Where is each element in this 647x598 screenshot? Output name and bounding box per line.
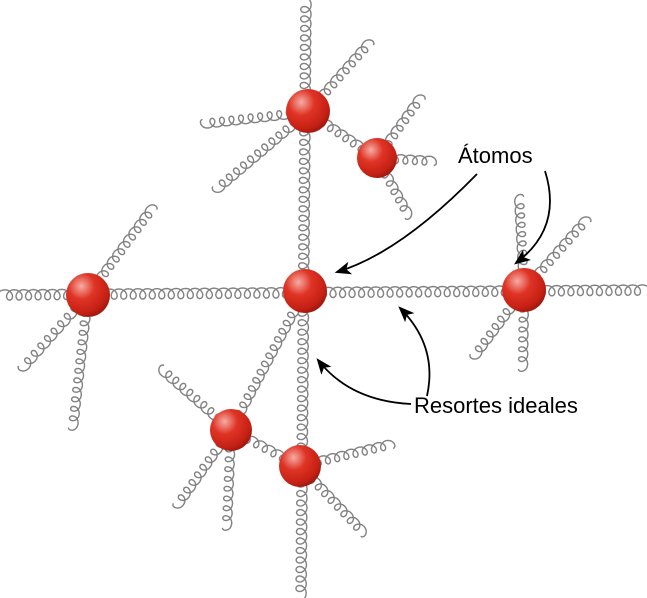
atom-sphere xyxy=(357,138,397,178)
annotation-arrow-vertical-spring xyxy=(316,358,412,405)
annotation-arrow-right-atom xyxy=(514,170,551,265)
atoms-label: Átomos xyxy=(458,143,533,168)
atom-sphere xyxy=(210,409,252,451)
atoms-layer xyxy=(66,89,546,487)
annotation-arrow-center-atom xyxy=(334,173,478,275)
atom-sphere xyxy=(283,269,327,313)
springs-label: Resortes ideales xyxy=(414,393,578,418)
atom-sphere xyxy=(279,445,321,487)
ideal-spring xyxy=(225,286,309,433)
atom-sphere xyxy=(286,89,330,133)
atom-sphere xyxy=(502,268,546,312)
annotation-arrow-horizontal-spring xyxy=(398,306,431,397)
atom-sphere xyxy=(66,273,110,317)
annotation-arrows-layer xyxy=(316,170,551,405)
